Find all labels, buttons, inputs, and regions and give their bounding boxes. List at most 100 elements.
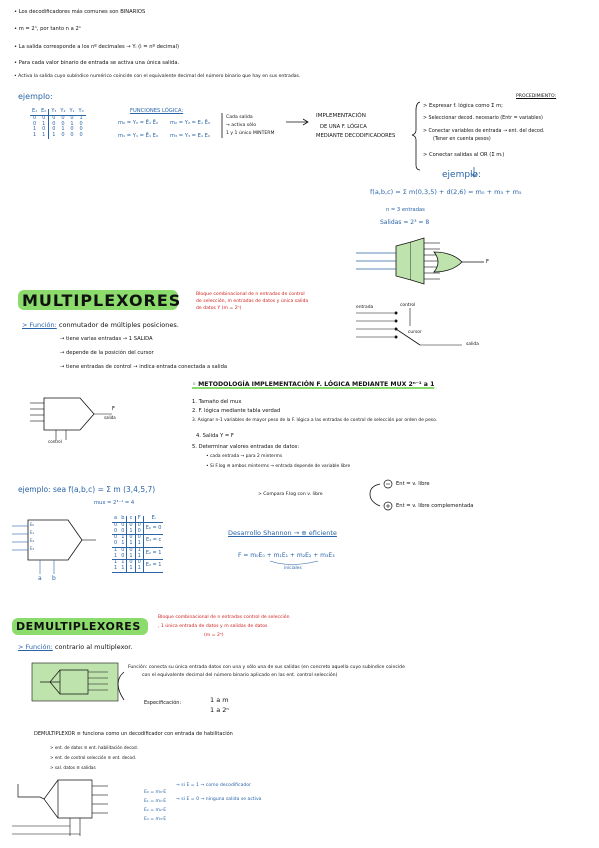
switch-cursor: cursor	[408, 330, 422, 335]
metodologia-title: ◦ METODOLOGÍA IMPLEMENTACIÓN F. LÓGICA M…	[192, 381, 435, 388]
funciones-title: FUNCIONES LÓGICA:	[130, 108, 184, 114]
demux-def-1: Bloque combinacional de n entradas contr…	[158, 615, 290, 620]
metodologia-step-3: 3. Asignar n-1 variables de mayor peso d…	[192, 418, 438, 423]
table-cell: 1	[126, 528, 136, 536]
proc-step-1: > Expresar f. lógica como Σ m;	[423, 103, 503, 109]
mux-title-highlight	[18, 290, 178, 310]
table-cell: 0	[70, 114, 74, 121]
table-cell: 1	[61, 126, 65, 133]
demux-item-3: > sal. datos ≡ salidas	[50, 765, 96, 770]
switch-salida: salida	[466, 342, 479, 347]
table-cell: 1	[121, 559, 125, 566]
mux-in-e3: E₃	[30, 546, 35, 551]
mux-title: MULTIPLEXORES	[22, 291, 182, 310]
metodologia-step-7: • Si F.log ⊖ ambos minterms → entrada de…	[206, 464, 351, 469]
table-cell: 1	[70, 120, 74, 127]
table-cell: 1	[126, 540, 136, 548]
table-cell: 1	[134, 547, 144, 554]
table-cell: 1	[126, 553, 136, 561]
funcion-m3: m₃ = Y₃ = E₁ E₀	[170, 133, 211, 139]
table-cell: 1	[39, 132, 50, 139]
mux-def-3: de datos Y (m = 2ⁿ)	[196, 306, 242, 311]
table-cell-e: E₁ = c	[142, 534, 164, 548]
proc-step-4: (Tener en cuenta pesos)	[433, 137, 491, 142]
mux-sel-a: a	[38, 575, 42, 582]
table-cell: 0	[114, 534, 118, 541]
table-cell: 1	[134, 540, 144, 548]
table-cell: 0	[61, 132, 65, 138]
table-cell: 0	[79, 120, 83, 127]
demux-item-1: > ent. de datos ≡ ent. habilitación deco…	[50, 745, 138, 750]
table-cell: 0	[61, 114, 65, 121]
demux-spec-1: 1 a m	[210, 696, 229, 704]
mux-compara: > Compara F.log con v. libre	[258, 492, 323, 497]
table-header-cell: F	[134, 515, 144, 523]
demux-decod: DEMULTIPLEXOR ≡ funciona como un decodif…	[34, 731, 233, 737]
funcion-m0: m₀ = Y₀ = Ē₁ Ē₀	[118, 120, 159, 126]
proc-step-5: > Conectar salidas al OR (Σ mᵢ)	[423, 152, 505, 158]
table-cell-e: E₂ = 1	[142, 547, 164, 561]
table-cell: 0	[126, 559, 136, 566]
demux-def-3: (m = 2ⁿ)	[204, 633, 224, 638]
switch-control: control	[400, 303, 416, 308]
demux-funcion-detail-2: con el equivalente decimal del número bi…	[142, 673, 338, 678]
table-header-cell: E₀	[39, 108, 50, 116]
demux-title-highlight	[12, 618, 148, 635]
table-cell: 1	[134, 565, 144, 573]
table-cell: 0	[70, 132, 74, 138]
procedimiento-title: PROCEDIMIENTO:	[516, 94, 557, 99]
metodologia-step-6: • cada entrada → para 2 minterms	[206, 454, 283, 459]
implementacion-1: IMPLEMENTACIÓN	[316, 113, 366, 119]
metodologia-step-2: 2. F. lógica mediante tabla verdad	[192, 408, 281, 414]
ent-libre: Ent = v. libre	[396, 481, 430, 487]
table-cell: 0	[126, 534, 136, 541]
table-cell: 0	[52, 126, 56, 133]
demux-funcion-detail-1: Función: conecta su única entrada datos …	[128, 665, 405, 670]
table-cell: 0	[114, 521, 118, 528]
intro-bullet-2: • m = 2ⁿ, por tanto n a 2ⁿ	[14, 26, 81, 32]
table-cell: 0	[121, 546, 125, 553]
table-header-cell: Y₃	[48, 108, 59, 116]
table-cell: 1	[114, 559, 118, 566]
demux-item-2: > ent. de control selección ≡ ent. decod…	[50, 755, 137, 760]
table-header-cell: Y₁	[67, 108, 77, 116]
switch-entrada: entrada	[356, 305, 374, 310]
table-header-cell: E₁	[30, 108, 40, 116]
mux-block-f: F	[112, 406, 115, 412]
intro-bullet-1: • Los decodificadores más comunes son BI…	[14, 9, 146, 15]
proc-ejemplo: ejemplo:	[442, 170, 482, 180]
table-cell: 0	[79, 132, 83, 138]
mux-def-1: Bloque combinacional de n entradas de co…	[196, 292, 305, 297]
shannon-formula: F = m₀E₀ + m₁E₁ + m₂E₂ + m₃E₃	[238, 552, 335, 559]
table-header-cell: Eᵢ	[142, 515, 164, 523]
table-cell: 1	[112, 565, 120, 573]
table-cell: 1	[112, 552, 120, 561]
ent-libre-complement: Ent = v. libre complementada	[396, 503, 474, 509]
table-header-cell: Y₂	[58, 108, 68, 116]
table-cell: 1	[32, 126, 37, 133]
table-cell: 1	[119, 540, 127, 548]
table-cell: 0	[61, 120, 65, 127]
table-header-cell: Y₀	[76, 108, 86, 116]
funcion-m2: m₂ = Y₂ = E₁ Ē₀	[170, 120, 211, 126]
demux-especificacion: Especificación:	[144, 700, 182, 706]
demux-note-2: → si E = 0 → ninguna salida se activa	[176, 797, 262, 802]
table-cell: 0	[79, 126, 83, 133]
table-cell: 0	[134, 522, 144, 529]
mux-block-control: control	[48, 439, 62, 444]
implementacion-3: MEDIANTE DECODIFICADORES	[316, 133, 396, 139]
cada-salida-3: 1 y 1 único MINTERM	[226, 131, 275, 136]
proc-formula: f(a,b,c) = Σ m(0,3,5) + d(2,6) = m₀ + m₃…	[370, 188, 522, 196]
table-cell: 0	[39, 126, 50, 133]
